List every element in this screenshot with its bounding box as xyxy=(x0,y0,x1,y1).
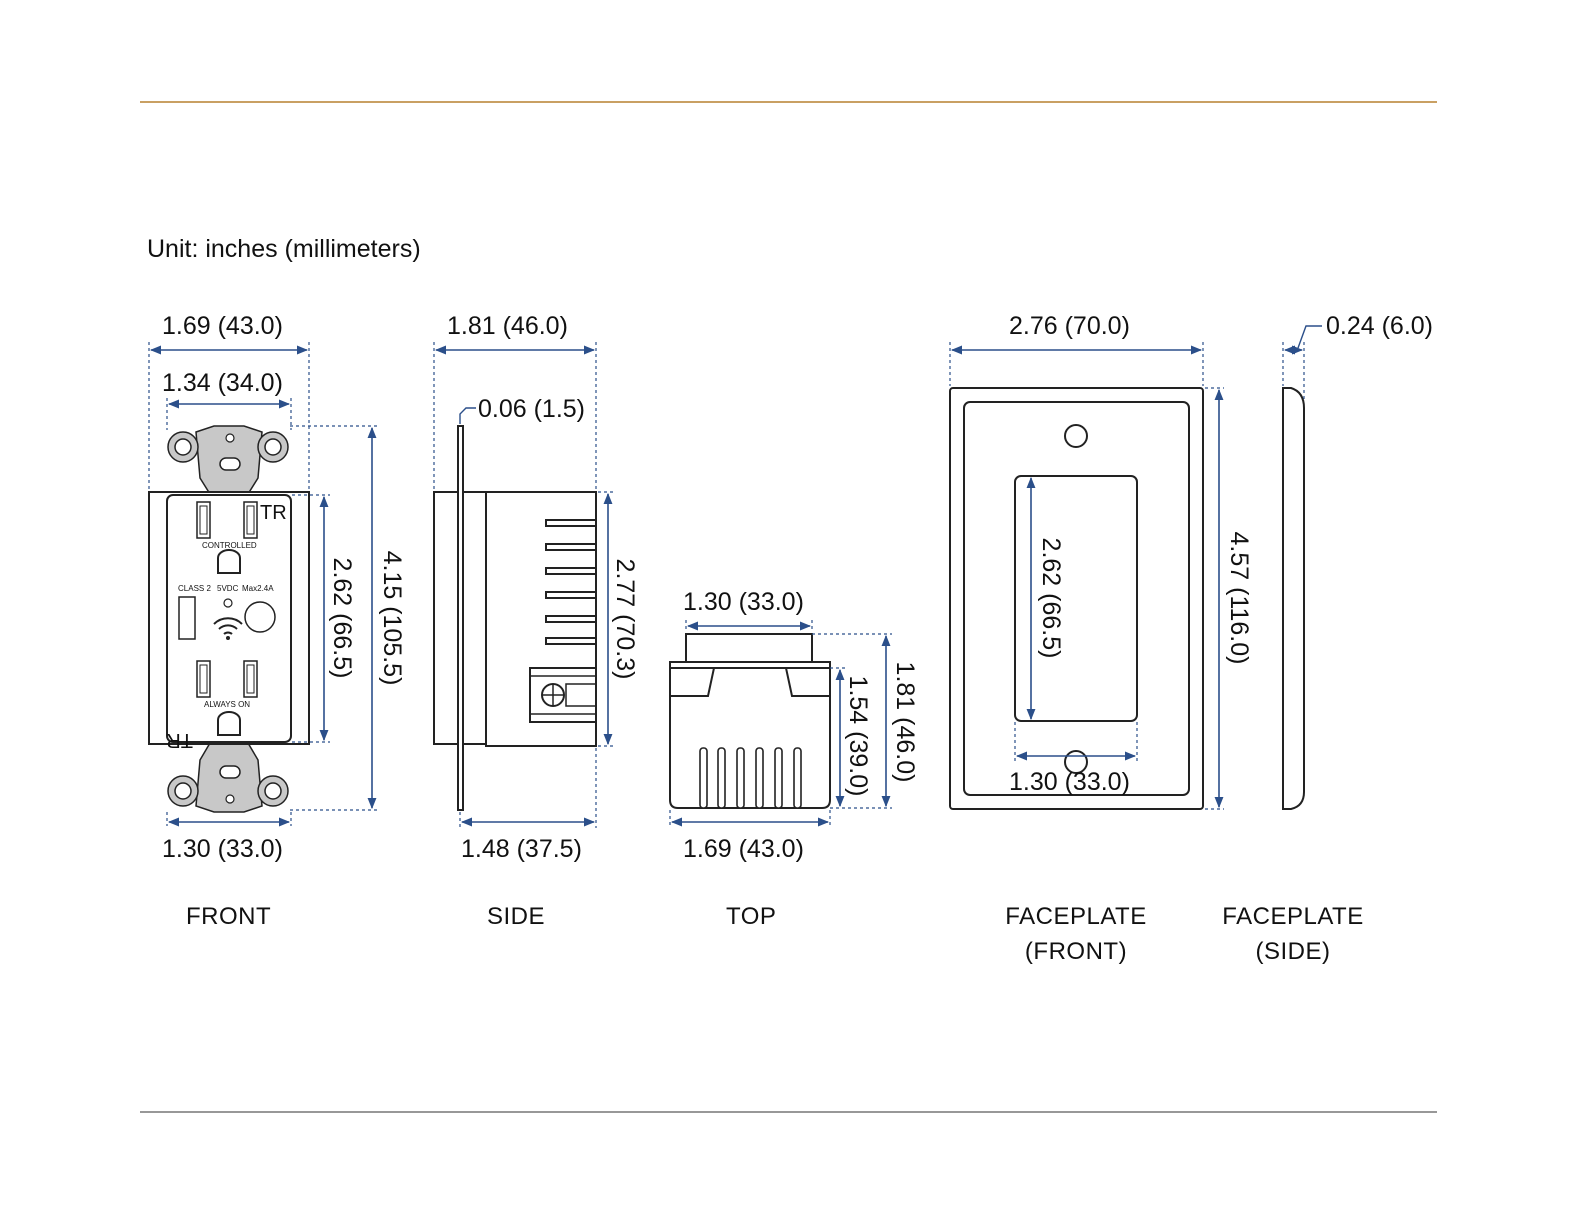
terminal-screw xyxy=(529,667,597,723)
faceplate-opening xyxy=(1014,475,1138,722)
side-front-bezel xyxy=(433,491,459,745)
always-on-label: ALWAYS ON xyxy=(204,700,250,709)
side-caption: SIDE xyxy=(487,903,545,930)
faceplate-outer xyxy=(949,387,1204,810)
unit-label: Unit: inches (millimeters) xyxy=(147,235,421,263)
voltage-label: 5VDC xyxy=(217,584,239,593)
top-caption: TOP xyxy=(726,903,776,930)
controlled-label: CONTROLLED xyxy=(202,541,257,550)
heat-fins xyxy=(545,519,597,645)
faceplate-inner-bevel xyxy=(963,401,1190,796)
tr-mark-top: TR xyxy=(260,502,287,524)
top-strap xyxy=(167,425,289,495)
tr-mark-bottom: TR xyxy=(166,729,193,751)
top-cap xyxy=(685,633,813,665)
faceplate-overall-height-dim: 4.57 (116.0) xyxy=(1225,532,1253,665)
top-width-dim: 1.30 (33.0) xyxy=(683,588,804,616)
faceplate-front-caption-line1: FACEPLATE xyxy=(1005,903,1146,930)
top-base-width-dim: 1.69 (43.0) xyxy=(683,835,804,863)
indicator-led xyxy=(223,598,233,608)
receptacle-face xyxy=(166,494,292,743)
top-overall-height-dim: 1.81 (46.0) xyxy=(891,662,919,783)
side-plate-thickness-dim: 0.06 (1.5) xyxy=(478,395,585,423)
wifi-icon xyxy=(213,617,243,640)
faceplate-overall-width-dim: 2.76 (70.0) xyxy=(1009,312,1130,340)
side-view: 1.81 (46.0) 0.06 (1.5) 2.77 (70.3) 1.48 … xyxy=(433,312,639,930)
faceplate-front-view: 2.76 (70.0) 2.62 (66.5) 1.30 (33.0) 4.57… xyxy=(949,312,1253,965)
top-vents xyxy=(699,747,802,809)
faceplate-side-caption-line2: (SIDE) xyxy=(1256,938,1331,965)
max-current-label: Max2.4A xyxy=(242,584,274,593)
usb-port xyxy=(178,596,196,640)
faceplate-front-caption-line2: (FRONT) xyxy=(1025,938,1127,965)
faceplate-side-view: 0.24 (6.0) FACEPLATE (SIDE) xyxy=(1222,312,1433,965)
side-overall-width-dim: 1.81 (46.0) xyxy=(447,312,568,340)
faceplate-opening-height-dim: 2.62 (66.5) xyxy=(1037,538,1065,659)
class2-label: CLASS 2 xyxy=(178,584,211,593)
front-overall-width-dim: 1.69 (43.0) xyxy=(162,312,283,340)
front-face-width-dim: 1.34 (34.0) xyxy=(162,369,283,397)
top-body-height-dim: 1.54 (39.0) xyxy=(844,676,872,797)
control-button xyxy=(244,601,276,633)
faceplate-thickness-dim: 0.24 (6.0) xyxy=(1326,312,1433,340)
top-body xyxy=(669,667,831,809)
front-strap-width-dim: 1.30 (33.0) xyxy=(162,835,283,863)
side-body-depth-dim: 1.48 (37.5) xyxy=(461,835,582,863)
faceplate-side-profile xyxy=(1282,387,1305,810)
side-body-height-dim: 2.77 (70.3) xyxy=(611,559,639,680)
front-view: TR CONTROLLED CLASS 2 5VDC Max2.4A ALWAY… xyxy=(148,312,406,930)
faceplate-side-caption-line1: FACEPLATE xyxy=(1222,903,1363,930)
front-face-height-dim: 2.62 (66.5) xyxy=(328,558,356,679)
bottom-strap xyxy=(167,742,289,813)
front-overall-height-dim: 4.15 (105.5) xyxy=(378,551,406,686)
top-view: 1.30 (33.0) 1.54 (39.0) 1.81 (46.0) 1.69… xyxy=(669,588,919,930)
faceplate-screw-hole-top xyxy=(1064,424,1088,448)
faceplate-opening-width-dim: 1.30 (33.0) xyxy=(1009,768,1130,796)
front-caption: FRONT xyxy=(186,903,271,930)
